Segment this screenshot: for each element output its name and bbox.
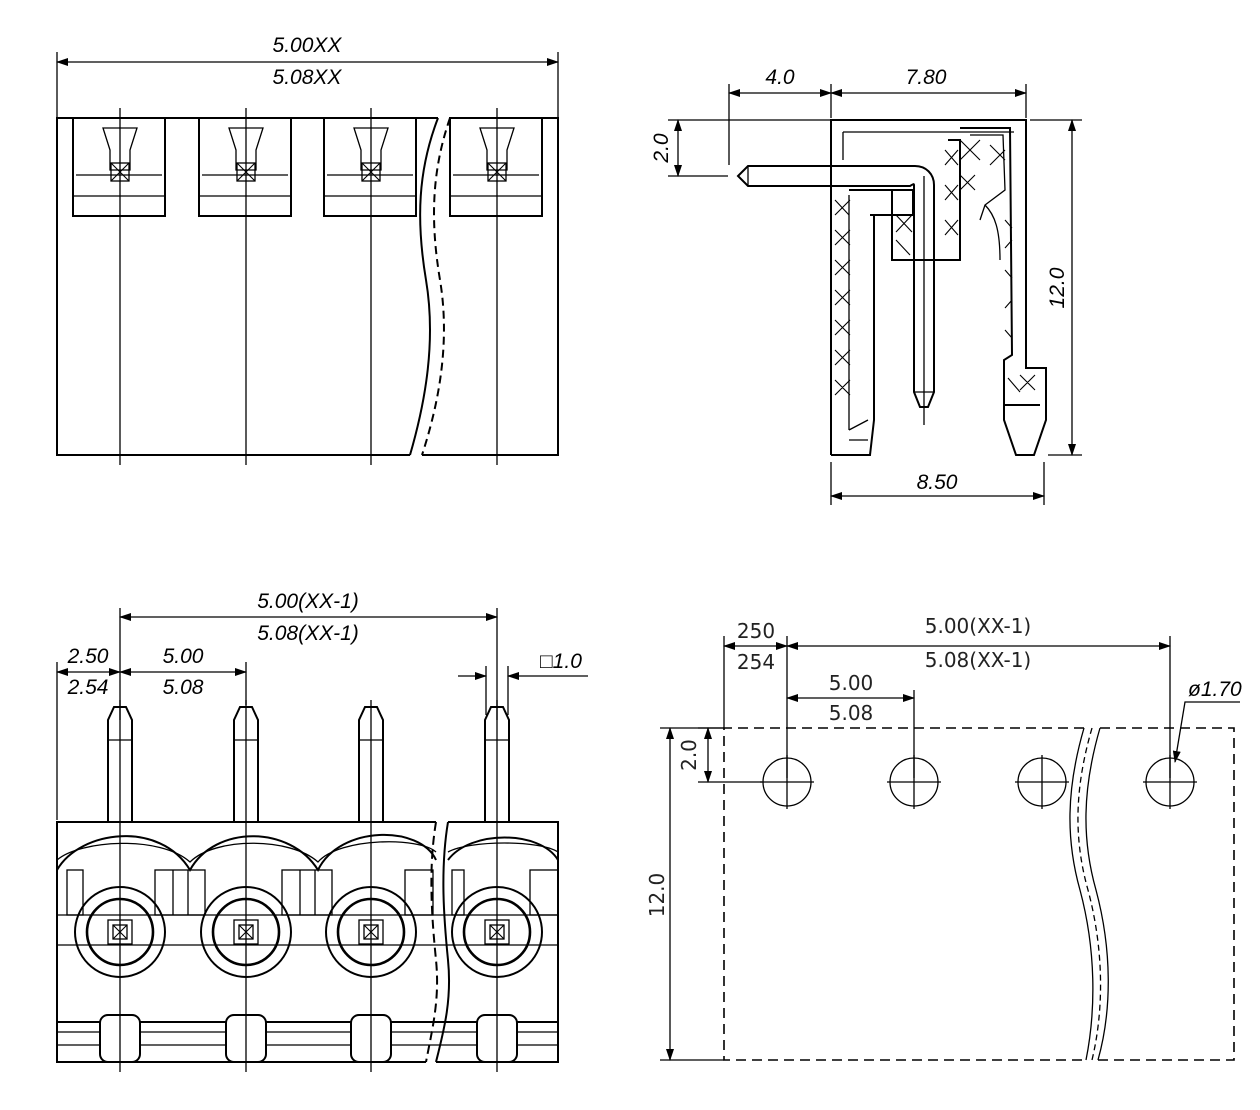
bottom-pitch-508-label: 5.08 [163, 676, 204, 699]
pcb-outline-right [1098, 727, 1235, 1061]
pcb-height-label: 12.0 [645, 873, 669, 918]
front-terminal-2 [198, 117, 292, 217]
side-height-label: 12.0 [1046, 267, 1069, 308]
front-terminal-4 [449, 117, 543, 217]
front-view: 5.00XX 5.08XX [56, 34, 559, 465]
pcb-edge-254-label: 254 [737, 650, 775, 674]
side-view: 4.0 7.80 2.0 12.0 8.50 [650, 66, 1082, 505]
bottom-pins [107, 706, 510, 822]
front-terminal-1 [72, 117, 166, 217]
bottom-slots [57, 869, 559, 946]
front-width-500-label: 5.00XX [273, 34, 343, 57]
pcb-break-mid [1077, 727, 1102, 1061]
pcb-hole-2 [887, 755, 941, 809]
pcb-pitch-500-label: 5.00 [829, 671, 874, 695]
pcb-span-508-label: 5.08(XX-1) [925, 648, 1031, 672]
bottom-rails [57, 1014, 558, 1063]
front-break-left [409, 117, 439, 456]
pcb-hole-offset-label: 2.0 [677, 739, 701, 771]
pcb-hole-3 [1015, 755, 1069, 809]
pcb-hole-dia-leader [1172, 701, 1240, 763]
front-width-508-label: 5.08XX [273, 66, 343, 89]
pcb-break-right [1085, 727, 1109, 1061]
side-insulator-hatch [891, 139, 961, 261]
side-base-label: 8.50 [917, 471, 958, 494]
bottom-edge-254-label: 2.54 [67, 676, 109, 699]
bottom-pitch-500-label: 5.00 [163, 645, 204, 668]
bottom-pin-square-label: □1.0 [540, 650, 582, 673]
pcb-edge-250-label: 250 [737, 619, 775, 643]
pcb-break-left [1069, 727, 1094, 1061]
side-body-top-label: 7.80 [906, 66, 947, 89]
pcb-hole-dia-label: ø1.70 [1188, 678, 1242, 701]
side-pin-height-label: 2.0 [650, 133, 673, 164]
pcb-layout: 250 254 5.00(XX-1) 5.08(XX-1) 5.00 5.08 … [645, 614, 1242, 1061]
front-terminal-3 [323, 117, 417, 217]
front-outline-right [422, 117, 559, 456]
side-left-wall-inner [831, 215, 875, 456]
bottom-edge-250-label: 2.50 [67, 645, 109, 668]
side-pin-ext-label: 4.0 [765, 66, 795, 89]
side-bent-pin [736, 165, 935, 425]
bottom-break-right [435, 821, 451, 1063]
pcb-pitch-508-label: 5.08 [829, 701, 874, 725]
side-inner-edge [842, 131, 1014, 160]
bottom-view: 5.00(XX-1) 5.08(XX-1) 2.50 2.54 5.00 5.0… [56, 590, 588, 1072]
bottom-arches [56, 833, 559, 873]
pcb-hole-4 [1143, 755, 1197, 809]
bottom-span-500-label: 5.00(XX-1) [257, 590, 359, 613]
pcb-outline-left [723, 727, 1086, 1061]
front-break-right [421, 117, 451, 456]
pcb-hole-1 [760, 755, 814, 809]
side-housing-outline [830, 119, 1047, 456]
side-right-wall-hatch [959, 127, 1040, 406]
pcb-span-500-label: 5.00(XX-1) [925, 614, 1031, 638]
bottom-span-508-label: 5.08(XX-1) [257, 622, 359, 645]
